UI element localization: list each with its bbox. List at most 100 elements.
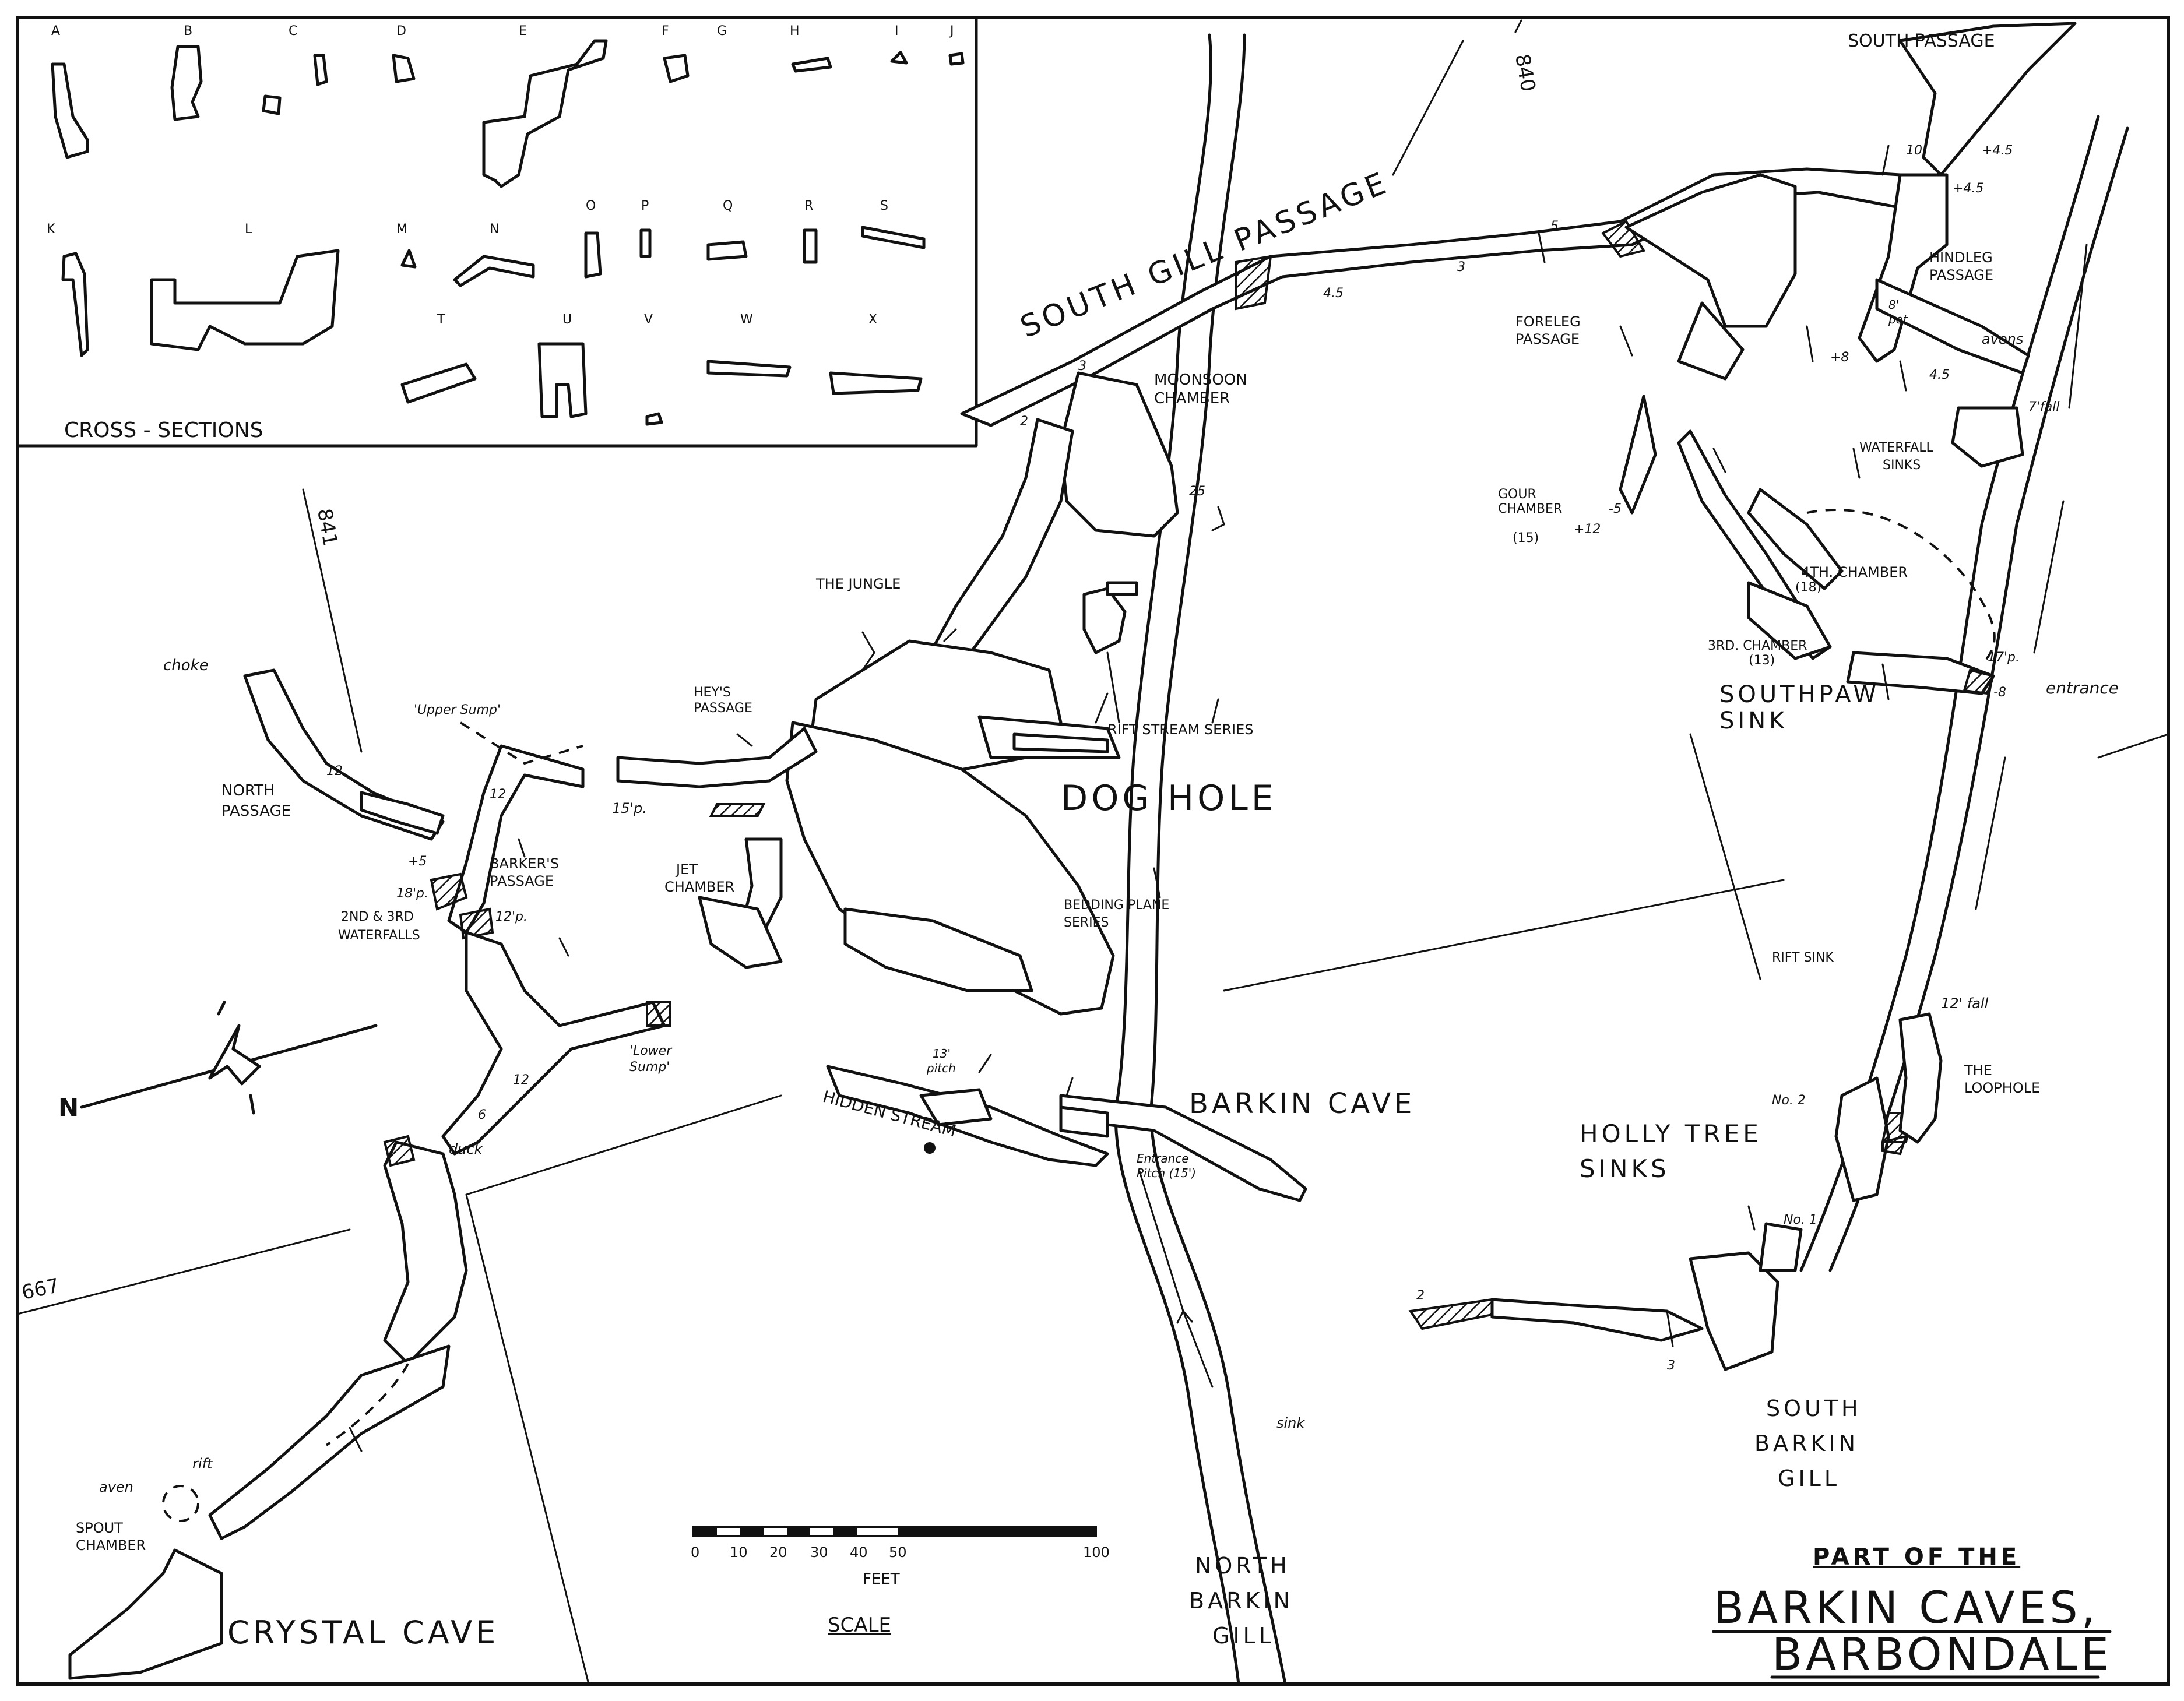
cave-name-barkin-cave: BARKIN CAVE xyxy=(1189,1087,1415,1120)
cross-sections-title: CROSS - SECTIONS xyxy=(64,418,263,442)
section-label-s: S xyxy=(880,199,888,213)
note-15p: 15'p. xyxy=(612,800,647,816)
spot-height: -8 xyxy=(1993,685,2006,700)
label-heys-2: PASSAGE xyxy=(694,701,752,716)
section-label-i: I xyxy=(895,24,899,38)
spot-height: +4.5 xyxy=(1982,143,2013,158)
label-south-barkin-gill-1: SOUTH xyxy=(1766,1396,1862,1421)
label-north-barkin-gill-2: BARKIN xyxy=(1189,1588,1293,1614)
label-third-chamber-2: (13) xyxy=(1749,653,1775,668)
grid-label-841: 841 xyxy=(312,507,342,548)
note-7-fall: 7'fall xyxy=(2028,400,2060,414)
label-foreleg-2: PASSAGE xyxy=(1515,331,1580,347)
label-spout-1: SPOUT xyxy=(76,1520,123,1536)
label-moonsoon-1: MOONSOON xyxy=(1154,371,1247,389)
section-r-shape xyxy=(803,228,818,264)
scale-tick-40: 40 xyxy=(850,1544,868,1561)
section-label-j: J xyxy=(949,24,954,38)
section-u-shape xyxy=(537,342,588,418)
section-label-c: C xyxy=(289,24,297,38)
label-jet-1: JET xyxy=(675,861,698,878)
label-gour-2: CHAMBER xyxy=(1498,502,1562,516)
section-q-shape xyxy=(706,240,748,261)
section-label-l: L xyxy=(245,222,252,237)
note-pot8-1: 8' xyxy=(1888,298,1899,312)
label-waterfalls-1: 2ND & 3RD xyxy=(341,910,414,924)
section-f-shape xyxy=(663,54,690,83)
cross-sections-inset: A B C D E F G H I J K L M N O P Q R S T … xyxy=(16,16,978,448)
scale-tick-30: 30 xyxy=(810,1544,828,1561)
label-spout-2: CHAMBER xyxy=(76,1537,146,1554)
note-17p: 17'p. xyxy=(1988,650,2020,665)
cave-name-holly-tree-1: HOLLY TREE xyxy=(1580,1119,1762,1148)
pitch-marker xyxy=(924,1142,936,1154)
spot-height: 3 xyxy=(1457,260,1465,274)
scale-tick-20: 20 xyxy=(769,1544,787,1561)
cave-name-holly-tree-2: SINKS xyxy=(1580,1154,1670,1183)
grid-label-840: 840 xyxy=(1510,52,1540,94)
label-rift-stream: RIFT STREAM SERIES xyxy=(1107,721,1253,738)
section-c-shape xyxy=(262,94,282,115)
scale-bar xyxy=(692,1526,1097,1537)
section-label-m: M xyxy=(396,222,407,237)
note-no2: No. 2 xyxy=(1772,1093,1806,1108)
scale-label: SCALE xyxy=(828,1614,891,1637)
section-label-n: N xyxy=(490,222,499,237)
spot-height: 3 xyxy=(1667,1358,1675,1373)
note-no1: No. 1 xyxy=(1784,1213,1817,1227)
title-line-1: PART OF THE xyxy=(1813,1544,2020,1570)
label-north-barkin-gill-1: NORTH xyxy=(1195,1553,1290,1579)
note-entrance-pitch-1: Entrance xyxy=(1137,1151,1189,1165)
cave-name-southpaw-2: SINK xyxy=(1719,707,1788,734)
north-arrow-label: N xyxy=(58,1093,79,1122)
scale-unit: FEET xyxy=(863,1570,900,1588)
cave-name-crystal-cave: CRYSTAL CAVE xyxy=(227,1614,499,1651)
label-north-passage-1: NORTH xyxy=(221,782,275,800)
section-label-w: W xyxy=(740,312,753,327)
grid-lines xyxy=(16,19,2169,1685)
cave-name-dog-hole: DOG HOLE xyxy=(1061,778,1277,819)
section-d2-shape xyxy=(392,54,416,83)
label-waterfall-sinks-1: WATERFALL xyxy=(1859,441,1933,455)
section-j-shape xyxy=(948,52,965,66)
scale-tick-50: 50 xyxy=(889,1544,907,1561)
cave-name-southpaw-1: SOUTHPAW xyxy=(1719,681,1880,708)
label-hindleg-1: HINDLEG xyxy=(1929,249,1993,266)
section-label-o: O xyxy=(586,199,596,213)
note-pitch13-1: 13' xyxy=(933,1047,951,1061)
label-hindleg-2: PASSAGE xyxy=(1929,267,1993,283)
north-arrow xyxy=(80,1001,378,1115)
waterfalls-crystal-cave xyxy=(68,872,671,1680)
label-bedding-2: SERIES xyxy=(1064,915,1109,930)
label-third-chamber-1: 3RD. CHAMBER xyxy=(1708,639,1807,653)
inset-border xyxy=(16,16,978,448)
spot-height: 6 xyxy=(478,1108,486,1122)
section-k-shape xyxy=(61,252,89,357)
section-d-shape xyxy=(313,54,328,86)
note-aven: aven xyxy=(99,1479,133,1495)
note-sink: sink xyxy=(1276,1415,1305,1431)
section-e-shape xyxy=(482,39,608,188)
label-heys-1: HEY'S xyxy=(694,685,731,700)
section-label-k: K xyxy=(47,222,55,237)
spot-height: 4.5 xyxy=(1929,368,1950,382)
note-rift: rift xyxy=(192,1456,213,1472)
section-label-d: D xyxy=(396,24,406,38)
label-foreleg-1: FORELEG xyxy=(1515,314,1581,330)
section-a-shape xyxy=(51,62,89,159)
section-label-p: P xyxy=(641,199,649,213)
scale-tick-10: 10 xyxy=(730,1544,748,1561)
section-w-shape xyxy=(706,360,792,378)
label-north-passage-2: PASSAGE xyxy=(221,802,291,820)
label-loophole-1: THE xyxy=(1964,1062,1992,1079)
note-avens: avens xyxy=(1982,331,2023,347)
label-gour-3: (15) xyxy=(1513,531,1539,545)
label-bedding-1: BEDDING PLANE xyxy=(1064,898,1169,913)
label-barkers-2: PASSAGE xyxy=(490,873,554,889)
section-i-shape xyxy=(890,51,908,65)
spot-height: 2 xyxy=(1020,414,1028,429)
label-fourth-chamber-1: 4TH. CHAMBER xyxy=(1801,564,1908,580)
label-gour-1: GOUR xyxy=(1498,487,1536,502)
section-h-shape xyxy=(791,57,832,73)
